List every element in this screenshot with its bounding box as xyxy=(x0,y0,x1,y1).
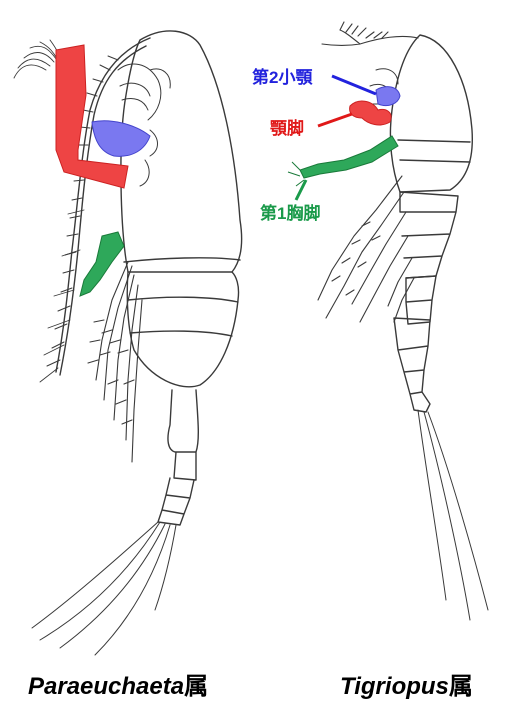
tigriopus-cephalothorax xyxy=(390,35,472,192)
tigriopus-antenna xyxy=(322,22,418,46)
tigriopus-leg1-highlight xyxy=(288,136,398,186)
caption-left-suffix: 属 xyxy=(184,673,208,700)
paraeuchaeta-maxilla2-highlight xyxy=(92,121,150,157)
tigriopus-swimming-legs xyxy=(318,176,414,322)
label-leg1: 第1胸脚 xyxy=(260,203,320,223)
tigriopus-maxilla2-highlight xyxy=(376,87,400,106)
paraeuchaeta-thorax xyxy=(127,272,238,387)
tigriopus-drawing xyxy=(318,22,488,620)
label-maxilla2: 第2小顎 xyxy=(252,67,313,87)
paraeuchaeta-swimming-legs xyxy=(88,262,142,462)
tigriopus-urosome xyxy=(394,276,436,412)
caption-right-genus: Tigriopus xyxy=(340,673,449,700)
paraeuchaeta-caudal-setae xyxy=(32,522,176,655)
caption-tigriopus: Tigriopus属 xyxy=(340,666,473,700)
paraeuchaeta-cephalothorax xyxy=(121,31,242,272)
caption-paraeuchaeta: Paraeuchaeta属 xyxy=(28,666,208,700)
leg1-leader xyxy=(296,180,306,200)
tigriopus-caudal-setae xyxy=(418,410,488,620)
label-maxilliped: 顎脚 xyxy=(270,118,304,138)
paraeuchaeta-segment-lines xyxy=(124,258,240,336)
maxilliped-leader xyxy=(318,114,352,126)
maxilla2-leader xyxy=(332,76,376,94)
caption-right-suffix: 属 xyxy=(449,673,473,700)
paraeuchaeta-urosome xyxy=(158,390,198,525)
tigriopus-segments xyxy=(398,140,470,278)
caption-left-genus: Paraeuchaeta xyxy=(28,673,184,700)
